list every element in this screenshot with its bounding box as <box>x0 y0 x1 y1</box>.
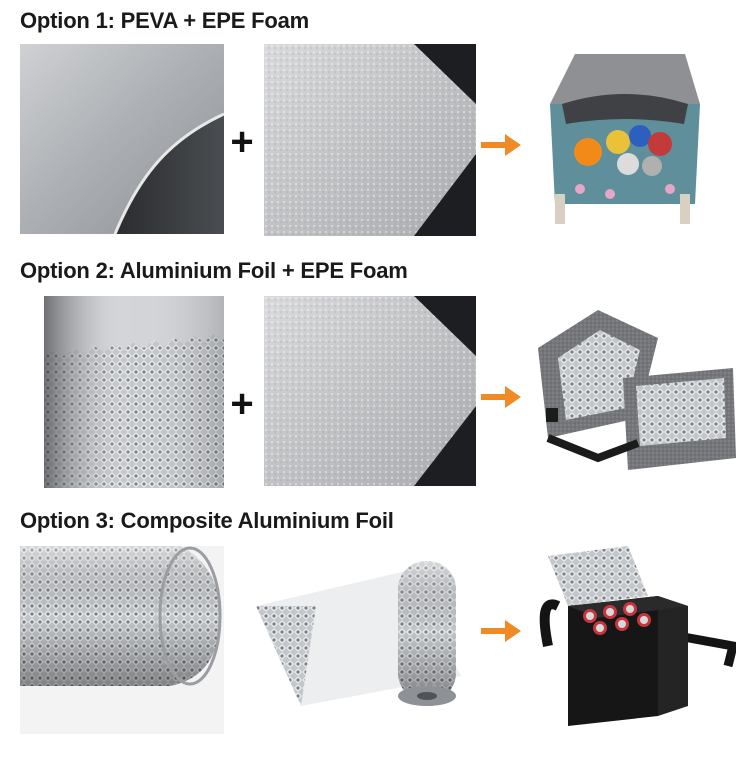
option-2-heading: Option 2: Aluminium Foil + EPE Foam <box>20 258 408 283</box>
epe-foam-image <box>264 296 476 486</box>
composite-foil-roll-image <box>20 546 224 734</box>
composite-foil-sheet-image <box>246 556 474 712</box>
arrow-right-icon <box>481 620 521 642</box>
cooler-bag-grey-image <box>528 308 740 474</box>
arrow-right-icon <box>481 386 521 408</box>
cooler-bag-floral-image <box>540 44 708 234</box>
arrow-right-icon <box>481 134 521 156</box>
option-1-heading: Option 1: PEVA + EPE Foam <box>20 8 309 33</box>
epe-foam-image <box>264 44 476 236</box>
cooler-bag-black-image <box>528 546 736 734</box>
aluminium-foil-image <box>44 296 224 488</box>
option-3-heading: Option 3: Composite Aluminium Foil <box>20 508 394 533</box>
peva-material-image <box>20 44 224 234</box>
plus-icon: + <box>230 120 254 164</box>
plus-icon: + <box>230 382 254 426</box>
